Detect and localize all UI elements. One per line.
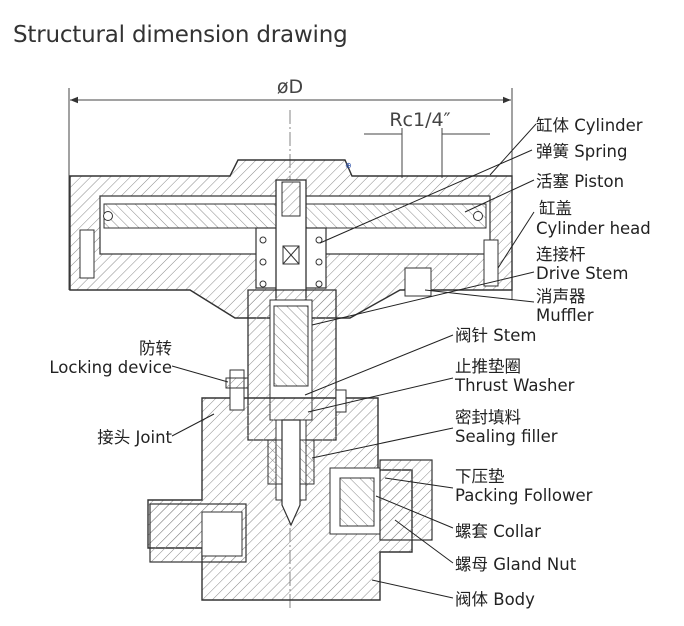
label-joint: 接头 Joint bbox=[97, 428, 172, 447]
label-gland-nut: 螺母 Gland Nut bbox=[455, 555, 577, 574]
label-collar: 螺套 Collar bbox=[455, 522, 541, 541]
label-drive-stem-cn: 连接杆 bbox=[536, 245, 586, 264]
label-cylinder: 缸体 Cylinder bbox=[536, 115, 643, 135]
port-dimension: Rc1/4″ bbox=[364, 109, 490, 178]
label-body: 阀体 Body bbox=[455, 590, 535, 609]
label-packing-cn: 下压垫 bbox=[455, 467, 505, 486]
label-muffler-cn: 消声器 bbox=[536, 287, 586, 306]
label-muffler-en: Muffler bbox=[536, 306, 594, 325]
label-drive-stem-en: Drive Stem bbox=[536, 264, 628, 283]
diameter-label: øD bbox=[277, 76, 303, 98]
label-spring: 弹簧 Spring bbox=[536, 142, 628, 161]
label-cylinder-head-en: Cylinder head bbox=[536, 219, 651, 238]
label-sealing-cn: 密封填料 bbox=[455, 408, 521, 427]
labels: 缸体 Cylinder 弹簧 Spring 活塞 Piston 缸盖 Cylin… bbox=[49, 115, 650, 609]
label-sealing-en: Sealing filler bbox=[455, 427, 558, 446]
label-cylinder-head-cn: 缸盖 bbox=[539, 198, 572, 218]
valve-body-part bbox=[147, 369, 433, 601]
label-locking-cn: 防转 bbox=[139, 339, 172, 358]
label-piston: 活塞 Piston bbox=[536, 172, 624, 191]
label-locking-en: Locking device bbox=[49, 358, 172, 377]
port-label: Rc1/4″ bbox=[389, 109, 450, 131]
svg-text:⊕: ⊕ bbox=[345, 161, 352, 170]
label-thrust-en: Thrust Washer bbox=[454, 376, 575, 395]
label-stem: 阀针 Stem bbox=[455, 326, 536, 345]
label-packing-en: Packing Follower bbox=[455, 486, 593, 505]
page-title: Structural dimension drawing bbox=[13, 22, 348, 48]
label-thrust-cn: 止推垫圈 bbox=[455, 357, 521, 376]
leader-lines bbox=[171, 123, 537, 599]
